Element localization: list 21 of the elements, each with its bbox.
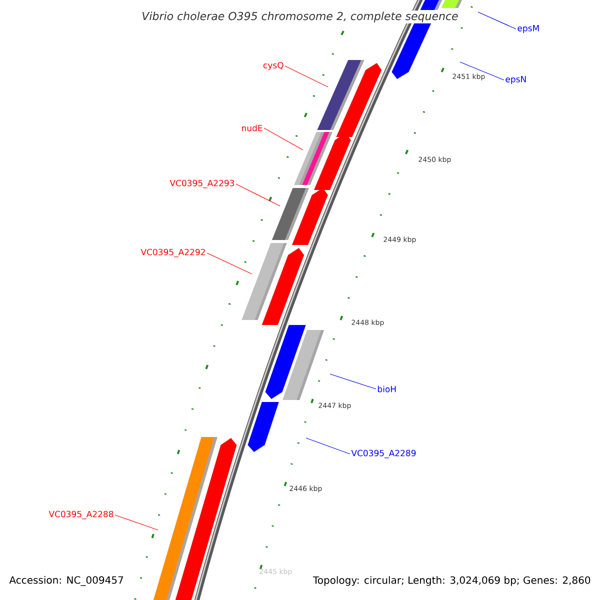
- footer-text: Accession: NC_009457: [9, 576, 124, 586]
- leader-line: [236, 184, 280, 206]
- leader-line: [206, 252, 252, 274]
- gene-label: VC0395_A2288: [48, 510, 114, 520]
- leader-line: [306, 438, 350, 454]
- leader-line: [478, 12, 516, 30]
- gene-label: VC0395_A2292: [140, 248, 205, 258]
- gene-label: VC0395_A2293: [170, 180, 234, 188]
- gene-label: cysQ: [263, 62, 284, 70]
- leader-line: [330, 374, 376, 390]
- gene-label: bioH: [378, 386, 396, 392]
- leader-line: [460, 62, 504, 80]
- footer-text: Topology: circular; Length: 3,024,069 bp; Genes: 2,860: [312, 576, 590, 586]
- leader-line: [264, 128, 304, 150]
- gene-label: epsM: [518, 25, 539, 33]
- gene-label: epsN: [506, 76, 526, 84]
- gene-label: nudE: [242, 124, 262, 132]
- title: Vibrio cholerae O395 chromosome 2, complete sequence: [140, 10, 460, 24]
- leader-line: [114, 514, 158, 530]
- leader-line: [284, 66, 328, 88]
- gene-label: VC0395_A2289: [351, 450, 416, 458]
